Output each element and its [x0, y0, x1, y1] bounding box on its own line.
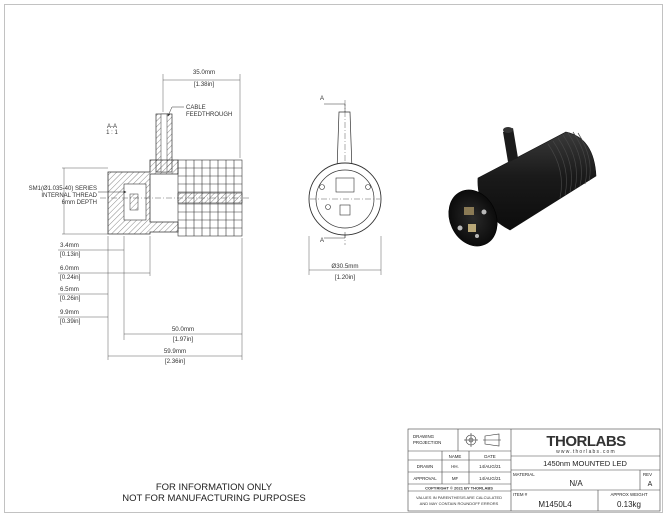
values-note-line1: VALUES IN PARENTHESIS ARE CALCULATED	[416, 495, 502, 500]
cable-callout-line2: FEEDTHROUGH	[186, 112, 232, 118]
weight-label: APPROX WEIGHT	[610, 492, 647, 497]
brand-website: www.thorlabs.com	[556, 449, 616, 455]
item-value: M1450L4	[538, 500, 572, 509]
dim-d1-in: [0.13in]	[60, 251, 81, 258]
section-scale: 1 : 1	[106, 130, 118, 136]
dim-d2-mm: 6.0mm	[60, 265, 79, 272]
projection-symbol-icon	[464, 433, 501, 447]
item-label: ITEM #	[513, 492, 528, 497]
dim-total-length-mm: 59.9mm	[164, 348, 186, 355]
thread-callout-line1: SM1(Ø1.035-40) SERIES	[29, 186, 97, 192]
dim-d1-mm: 3.4mm	[60, 242, 79, 249]
copyright: COPYRIGHT © 2021 BY THORLABS	[425, 486, 493, 491]
dim-d3-in: [0.26in]	[60, 295, 81, 302]
dim-top-width-in: [1.38in]	[194, 81, 215, 88]
thread-callout-line2: INTERNAL THREAD	[41, 193, 97, 199]
drawn-date: 14/AUG/21	[479, 464, 501, 469]
disclaimer-line2: NOT FOR MANUFACTURING PURPOSES	[122, 493, 306, 504]
col-name-header: NAME	[449, 454, 462, 459]
dim-diameter-in: [1.20in]	[335, 274, 356, 281]
sheet-border	[4, 4, 663, 513]
weight-value: 0.13kg	[617, 500, 641, 509]
dim-d4-mm: 9.9mm	[60, 309, 79, 316]
dim-body-length-in: [1.97in]	[173, 336, 194, 343]
small-dimensions: 3.4mm [0.13in] 6.0mm [0.24in] 6.5mm [0.2…	[58, 236, 243, 360]
led-3d-render	[448, 127, 597, 247]
dim-d4-in: [0.39in]	[60, 318, 81, 325]
section-view: A-A 1 : 1 C	[29, 69, 250, 365]
section-marker-top: A	[320, 96, 324, 102]
cable-callout-line1: CABLE	[186, 105, 206, 111]
title-block	[407, 428, 661, 512]
dim-diameter-mm: Ø30.5mm	[331, 263, 358, 270]
thread-callout-line3: 6mm DEPTH	[62, 200, 97, 206]
col-date-header: DATE	[484, 454, 495, 459]
section-marker-bottom: A	[320, 238, 324, 244]
dim-d3-mm: 6.5mm	[60, 286, 79, 293]
material-label: MATERIAL	[513, 472, 535, 477]
rev-value: A	[648, 481, 653, 488]
dim-top-width-mm: 35.0mm	[193, 69, 215, 76]
dim-d2-in: [0.24in]	[60, 274, 81, 281]
dim-body-length-mm: 50.0mm	[172, 326, 194, 333]
drawing-projection-label2: PROJECTION	[413, 440, 441, 445]
dim-total-length-in: [2.36in]	[165, 358, 186, 365]
rev-label: REV	[643, 472, 652, 477]
values-note-line2: AND MAY CONTAIN ROUNDOFF ERRORS	[420, 501, 499, 506]
brand-logo: THORLABS	[546, 433, 626, 450]
approval-date: 14/AUG/21	[479, 476, 501, 481]
material-value: N/A	[569, 479, 583, 488]
section-label: A-A	[107, 124, 117, 130]
approval-label: APPROVAL	[413, 476, 437, 481]
disclaimer-line1: FOR INFORMATION ONLY	[156, 482, 273, 493]
approval-name: MF	[452, 476, 459, 481]
drawing-projection-label1: DRAWING	[413, 434, 435, 439]
front-view: A A Ø30.5mm [1.20in]	[308, 96, 382, 281]
drawn-label: DRAWN	[417, 464, 433, 469]
drawn-name: HH.	[451, 464, 459, 469]
drawing-title: 1450nm MOUNTED LED	[543, 459, 627, 468]
